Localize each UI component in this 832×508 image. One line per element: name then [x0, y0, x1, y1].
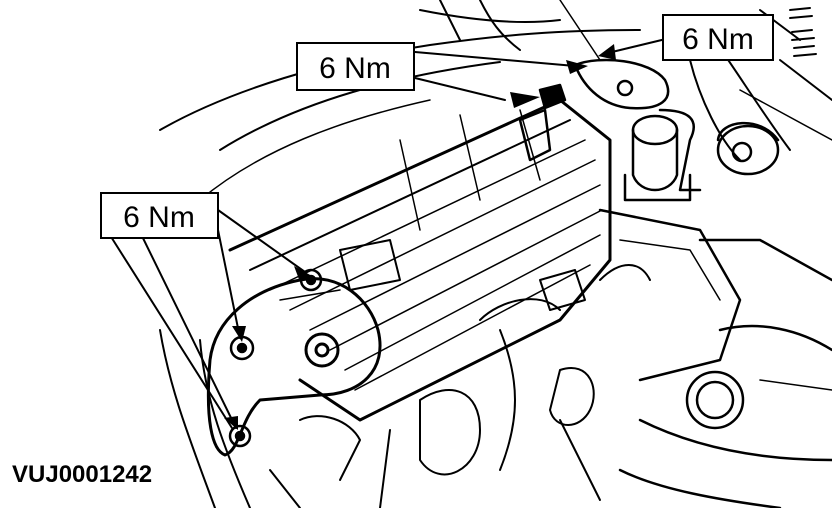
torque-label-lower-left: 6 Nm — [123, 201, 195, 234]
reference-code: VUJ0001242 — [12, 461, 152, 488]
upper-mounting-bracket — [518, 58, 702, 192]
torque-label-top-right: 6 Nm — [682, 23, 754, 56]
hatch-marks — [789, 7, 817, 57]
reservoir-cap — [623, 114, 692, 202]
chassis-structure — [598, 208, 832, 508]
leader-lines — [107, 37, 671, 429]
torque-callout-lower-left: 6 Nm — [100, 192, 219, 239]
torque-callout-top-right: 6 Nm — [662, 14, 774, 61]
torque-callout-top-left: 6 Nm — [296, 42, 415, 91]
arrowheads — [224, 44, 616, 430]
torque-label-top-left: 6 Nm — [319, 52, 391, 85]
engine-housing-lines — [159, 0, 832, 508]
lower-mounting-bracket — [206, 277, 382, 457]
pulley-component — [716, 121, 780, 176]
wiring-and-connectors — [269, 239, 651, 508]
bolt-lower — [228, 424, 252, 448]
radiator-module — [228, 98, 612, 422]
